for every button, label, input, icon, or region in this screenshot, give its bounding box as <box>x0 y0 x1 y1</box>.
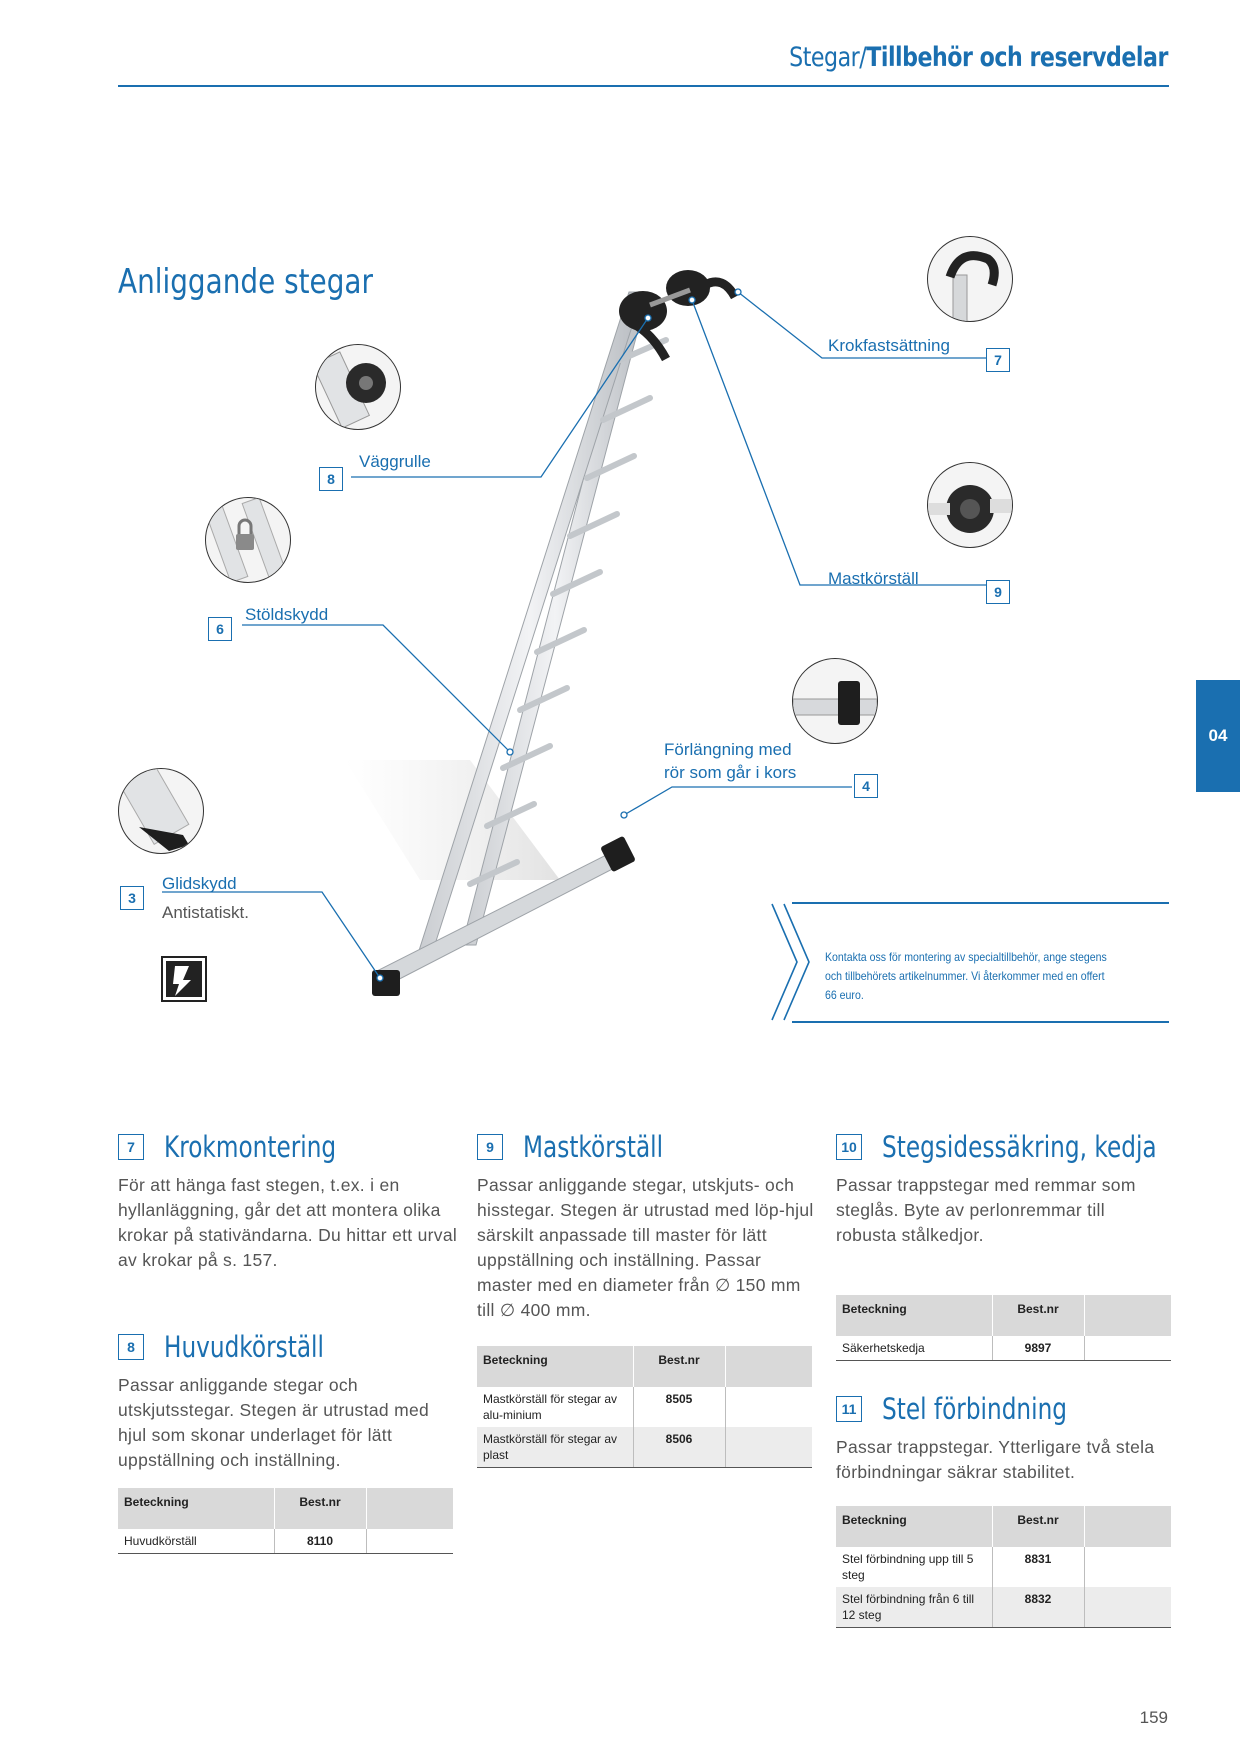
callout-label-forl-1: Förlängning med <box>664 740 792 759</box>
section-mastkorstall-head: 9 Mastkörställ <box>477 1130 698 1164</box>
cell-name: Säkerhetskedja <box>836 1336 993 1361</box>
cell-empty <box>725 1387 812 1427</box>
cell-empty <box>725 1427 812 1468</box>
cell-name: Mastkörställ för stegar av plast <box>477 1427 634 1468</box>
col-header-empty <box>1084 1506 1171 1547</box>
contact-text: Kontakta oss för montering av specialtil… <box>825 950 1107 1002</box>
cell-nr: 8831 <box>992 1547 1085 1587</box>
section-title-stegsides: Stegsidessäkring, kedja <box>882 1130 1157 1164</box>
section-title-krokmontering: Krokmontering <box>164 1130 337 1164</box>
table-row: Säkerhetskedja 9897 <box>836 1336 1171 1361</box>
section-body-mastkorstall: Passar anliggande stegar, utskjuts- och … <box>477 1175 814 1320</box>
callout-label-vagg: Väggrulle <box>359 452 431 471</box>
cell-nr: 8506 <box>633 1427 726 1468</box>
section-num: 8 <box>118 1334 144 1360</box>
col-header-bestnr: Best.nr <box>274 1488 367 1529</box>
cell-nr: 9897 <box>992 1336 1085 1361</box>
table-stegsides: Beteckning Best.nr Säkerhetskedja 9897 <box>836 1295 1171 1361</box>
tube-end-cap <box>601 836 635 872</box>
section-title-mastkorstall: Mastkörställ <box>523 1130 664 1164</box>
col-header-empty <box>366 1488 453 1529</box>
cell-empty <box>1084 1336 1171 1361</box>
foot-cap <box>372 970 400 996</box>
page-header: Stegar/Tillbehör och reservdelar <box>789 42 1168 73</box>
col-header-bestnr: Best.nr <box>633 1346 726 1387</box>
cell-empty <box>1084 1547 1171 1587</box>
callout-sub-glid: Antistatiskt. <box>162 903 249 922</box>
section-krokmontering-head: 7 Krokmontering <box>118 1130 379 1164</box>
section-num: 11 <box>836 1396 862 1422</box>
section-huvudkorstall-head: 8 Huvudkörställ <box>118 1330 364 1364</box>
table-row: Mastkörställ för stegar av plast 8506 <box>477 1427 812 1468</box>
callout-label-stold: Stöldskydd <box>245 605 329 624</box>
padlock-thumb-icon <box>205 497 291 583</box>
section-body-stel: Passar trappstegar. Ytterligare två stel… <box>836 1437 1155 1482</box>
section-body-huvudkorstall: Passar anliggande stegar och utskjutsste… <box>118 1375 430 1470</box>
callout-label-mast: Mastkörställ <box>828 569 919 588</box>
section-title: Anliggande stegar <box>118 262 373 302</box>
callout-label-forl-2: rör som går i kors <box>664 763 797 782</box>
cell-name: Stel förbindning upp till 5 steg <box>836 1547 993 1587</box>
header-title: Tillbehör och reservdelar <box>866 42 1168 73</box>
cell-empty <box>366 1529 453 1554</box>
chapter-tab[interactable]: 04 <box>1196 680 1240 792</box>
ladder-shadow <box>345 760 560 880</box>
section-title-huvudkorstall: Huvudkörställ <box>164 1330 324 1364</box>
callout-num-mast: 9 <box>986 580 1010 604</box>
col-header-bestnr: Best.nr <box>992 1506 1085 1547</box>
header-rule <box>118 85 1169 87</box>
section-num: 10 <box>836 1134 862 1160</box>
callout-label-krok: Krokfastsättning <box>828 336 950 355</box>
col-header-empty <box>725 1346 812 1387</box>
section-num: 7 <box>118 1134 144 1160</box>
col-header-bestnr: Best.nr <box>992 1295 1085 1336</box>
table-stel: Beteckning Best.nr Stel förbindning upp … <box>836 1506 1171 1628</box>
table-mastkorstall: Beteckning Best.nr Mastkörställ för steg… <box>477 1346 812 1468</box>
cell-nr: 8110 <box>274 1529 367 1554</box>
cell-name: Huvudkörställ <box>118 1529 275 1554</box>
chevron-arrow-icon <box>771 903 810 1021</box>
section-body-krokmontering: För att hänga fast stegen, t.ex. i en hy… <box>118 1175 458 1270</box>
leader-lines <box>162 291 1000 979</box>
foot-cap-thumb-icon <box>118 768 204 854</box>
col-header-beteckning: Beteckning <box>836 1295 993 1336</box>
callout-num-stold: 6 <box>208 617 232 641</box>
callout-num-glid: 3 <box>120 886 144 910</box>
callout-num-vagg: 8 <box>319 467 343 491</box>
krok-thumb-icon <box>927 236 1013 322</box>
page-number: 159 <box>1139 1708 1168 1727</box>
ladder-illustration <box>162 270 1169 1023</box>
ladder-rungs <box>467 337 669 887</box>
section-title-stel: Stel förbindning <box>882 1392 1067 1426</box>
wall-roller-thumb-icon <box>315 344 401 430</box>
antistatic-icon <box>161 956 207 1002</box>
callout-num-forl: 4 <box>854 774 878 798</box>
callout-label-glid: Glidskydd <box>162 874 237 893</box>
callout-num-krok: 7 <box>986 348 1010 372</box>
col-header-empty <box>1084 1295 1171 1336</box>
section-stegsides-head: 10 Stegsidessäkring, kedja <box>836 1130 1225 1164</box>
section-body-stegsides: Passar trappstegar med remmar som steglå… <box>836 1175 1136 1245</box>
header-category: Stegar/ <box>789 42 867 73</box>
cell-nr: 8505 <box>633 1387 726 1427</box>
extension-tube-thumb-icon <box>792 658 878 744</box>
table-row: Stel förbindning från 6 till 12 steg 883… <box>836 1587 1171 1628</box>
table-row: Huvudkörställ 8110 <box>118 1529 453 1554</box>
col-header-beteckning: Beteckning <box>836 1506 993 1547</box>
table-row: Mastkörställ för stegar av alu-minium 85… <box>477 1387 812 1427</box>
section-stel-head: 11 Stel förbindning <box>836 1392 1113 1426</box>
table-huvudkorstall: Beteckning Best.nr Huvudkörställ 8110 <box>118 1488 453 1554</box>
cell-empty <box>1084 1587 1171 1628</box>
col-header-beteckning: Beteckning <box>477 1346 634 1387</box>
cell-nr: 8832 <box>992 1587 1085 1628</box>
cell-name: Stel förbindning från 6 till 12 steg <box>836 1587 993 1628</box>
table-row: Stel förbindning upp till 5 steg 8831 <box>836 1547 1171 1587</box>
section-num: 9 <box>477 1134 503 1160</box>
mast-roller-thumb-icon <box>927 462 1013 548</box>
col-header-beteckning: Beteckning <box>118 1488 275 1529</box>
cell-name: Mastkörställ för stegar av alu-minium <box>477 1387 634 1427</box>
